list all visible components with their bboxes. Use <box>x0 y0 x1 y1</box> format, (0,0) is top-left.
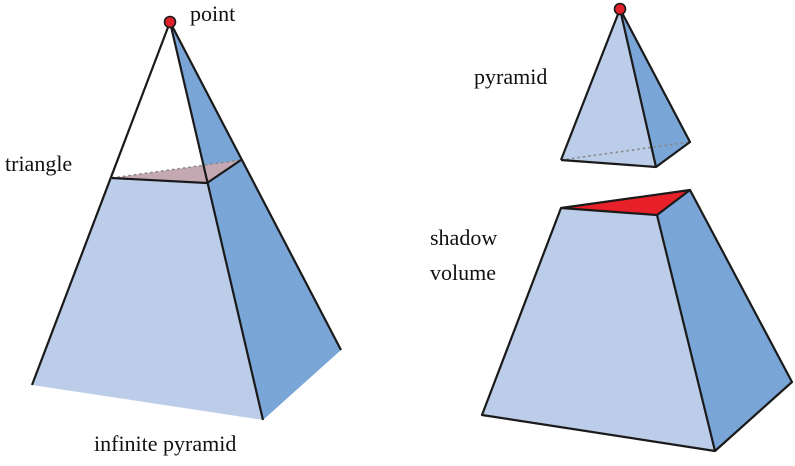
point-marker <box>163 15 177 29</box>
point-label: point <box>190 1 236 26</box>
triangle-label: triangle <box>5 151 73 176</box>
pyramid-figure <box>559 2 692 169</box>
pyramid-apex-marker <box>613 2 627 16</box>
shadow-label: shadow <box>430 225 498 250</box>
shadow-volume-outline <box>480 188 794 453</box>
infinite-pyramid-front-face <box>32 22 263 420</box>
pyramid-edge <box>618 8 658 168</box>
pyramid-outline <box>559 7 692 169</box>
infinite-pyramid-figure <box>30 15 342 421</box>
pyramid-front-face <box>561 9 656 167</box>
infinite-pyramid-edge <box>30 21 172 386</box>
infinite-pyramid-edge <box>169 21 342 351</box>
shadow-volume-edge <box>655 214 717 452</box>
triangle-edge <box>206 159 242 184</box>
infinite-pyramid-edge <box>168 21 265 421</box>
shadow-volume-side-face <box>657 190 792 451</box>
infinite-pyramid-label: infinite pyramid <box>94 431 237 456</box>
infinite-pyramid-side-face <box>170 22 341 420</box>
triangle-edge <box>111 176 208 185</box>
pyramid-side-face <box>620 9 690 167</box>
shadow-volume-front-face <box>482 208 715 451</box>
triangle-face <box>112 160 241 183</box>
shadow-volume-cap <box>561 190 690 215</box>
volume-label: volume <box>430 260 496 285</box>
pyramid-label: pyramid <box>474 64 548 89</box>
shadow-volume-figure <box>480 188 794 453</box>
